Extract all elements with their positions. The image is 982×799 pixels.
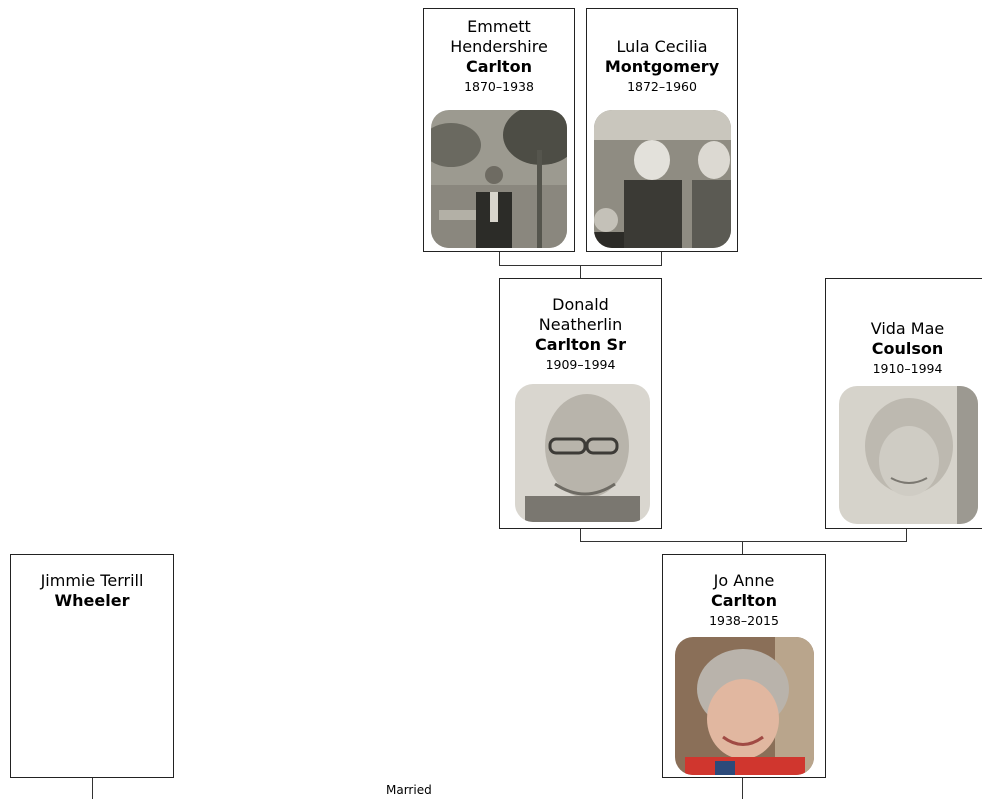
person-card-joanne[interactable]: Jo Anne Carlton 1938–2015 xyxy=(662,554,826,778)
connector-line xyxy=(906,528,907,541)
surname: Carlton xyxy=(711,591,777,610)
connector-line xyxy=(580,528,581,541)
surname: Carlton Sr xyxy=(535,335,626,354)
life-years: 1909–1994 xyxy=(545,357,616,372)
married-label: Married xyxy=(386,783,432,797)
person-card-emmett[interactable]: Emmett Hendershire Carlton 1870–1938 xyxy=(423,8,575,252)
surname: Carlton xyxy=(466,57,532,76)
life-years: 1910–1994 xyxy=(872,361,943,376)
person-photo xyxy=(515,384,650,522)
surname: Wheeler xyxy=(54,591,130,610)
life-years: 1938–2015 xyxy=(709,613,779,628)
person-photo xyxy=(675,637,814,775)
connector-line xyxy=(499,251,500,265)
given-name: Donald Neatherlin xyxy=(538,295,623,334)
surname: Montgomery xyxy=(604,57,720,76)
person-card-vida[interactable]: Vida Mae Coulson 1910–1994 xyxy=(825,278,982,529)
person-card-lula[interactable]: Lula Cecilia Montgomery 1872–1960 xyxy=(586,8,738,252)
connector-line xyxy=(92,777,93,799)
given-name: Jimmie Terrill xyxy=(40,571,144,590)
connector-line xyxy=(580,265,581,279)
person-photo xyxy=(839,386,978,524)
person-card-jimmie[interactable]: Jimmie Terrill Wheeler xyxy=(10,554,174,778)
life-years: 1872–1960 xyxy=(627,79,697,94)
given-name: Lula Cecilia xyxy=(616,37,708,56)
person-card-donald[interactable]: Donald Neatherlin Carlton Sr 1909–1994 xyxy=(499,278,662,529)
given-name: Vida Mae xyxy=(870,319,945,338)
given-name: Emmett Hendershire xyxy=(450,17,548,56)
connector-line xyxy=(742,777,743,799)
life-years: 1870–1938 xyxy=(464,79,534,94)
connector-line xyxy=(742,541,743,555)
person-photo xyxy=(431,110,567,248)
surname: Coulson xyxy=(871,339,944,358)
connector-line xyxy=(580,541,907,542)
given-name: Jo Anne xyxy=(713,571,775,590)
connector-line xyxy=(661,251,662,265)
person-photo xyxy=(594,110,731,248)
